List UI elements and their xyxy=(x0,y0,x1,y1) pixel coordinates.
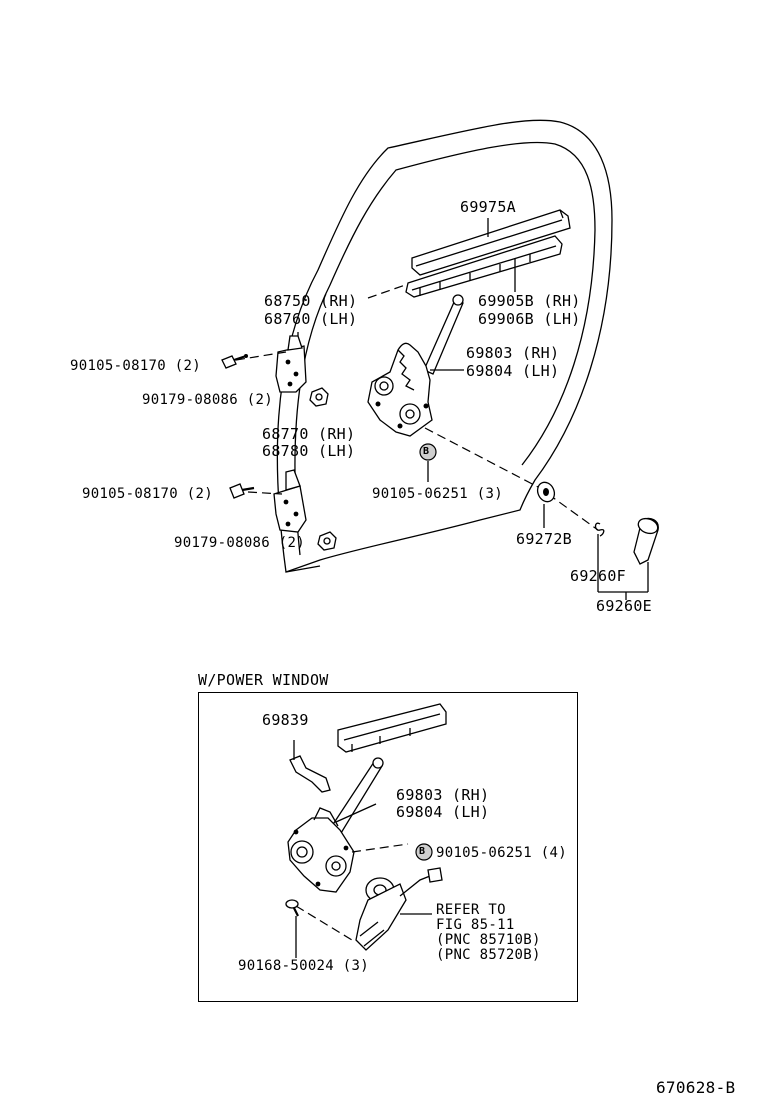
bolt-b-marker-inset: B xyxy=(419,846,426,857)
channel-upper-69975a xyxy=(411,209,571,276)
label-refer-line3: (PNC 85710B) xyxy=(436,932,541,948)
label-68770-rh: 68770 (RH) xyxy=(262,425,356,443)
hinge-upper-68750 xyxy=(275,335,307,393)
label-bolt-lower: 90105-08170 (2) xyxy=(82,486,213,502)
label-69905b-rh: 69905B (RH) xyxy=(478,292,581,310)
clip-69272b xyxy=(536,481,556,503)
label-69906b-lh: 69906B (LH) xyxy=(478,310,581,328)
label-inset-69803-rh: 69803 (RH) xyxy=(396,786,490,804)
label-refer-line4: (PNC 85720B) xyxy=(436,947,541,963)
label-inset-69804-lh: 69804 (LH) xyxy=(396,803,490,821)
label-69260e: 69260E xyxy=(596,597,652,615)
label-bolt-b-main: 90105-06251 (3) xyxy=(372,486,503,502)
label-69839: 69839 xyxy=(262,711,309,729)
screw-90168-50024 xyxy=(285,899,299,917)
label-bolt-upper: 90105-08170 (2) xyxy=(70,358,201,374)
power-window-inset xyxy=(198,692,578,1002)
door-outline-inner xyxy=(294,141,596,556)
label-68750-rh: 68750 (RH) xyxy=(264,292,358,310)
hinge-lower-68770 xyxy=(273,469,307,533)
door-outline-outer xyxy=(276,119,613,573)
inset-channel xyxy=(337,703,447,753)
nut-upper-90179-08086 xyxy=(309,387,329,407)
bolt-lower-90105-08170 xyxy=(229,483,255,499)
figure-code: 670628-B xyxy=(656,1078,736,1097)
label-69804-lh: 69804 (LH) xyxy=(466,362,560,380)
label-screw-90168: 90168-50024 (3) xyxy=(238,958,369,974)
window-motor xyxy=(355,867,443,951)
bolt-b-marker-main: B xyxy=(423,446,430,457)
handle-clip-69260f xyxy=(594,522,605,537)
label-69272b: 69272B xyxy=(516,530,572,548)
channel-lower-69905b xyxy=(405,235,563,298)
window-handle-69260e xyxy=(633,517,659,565)
label-nut-lower: 90179-08086 (2) xyxy=(174,535,305,551)
label-refer-line2: FIG 85-11 xyxy=(436,917,515,933)
label-68780-lh: 68780 (LH) xyxy=(262,442,356,460)
nut-lower-90179-08086 xyxy=(317,531,337,551)
label-inset-bolt-b: 90105-06251 (4) xyxy=(436,845,567,861)
label-69975a: 69975A xyxy=(460,198,516,216)
label-refer-line1: REFER TO xyxy=(436,902,506,918)
label-69803-rh: 69803 (RH) xyxy=(466,344,560,362)
bracket-69839 xyxy=(289,755,331,793)
inset-title: W/POWER WINDOW xyxy=(198,671,329,689)
bolt-upper-90105-08170 xyxy=(221,354,248,369)
label-68760-lh: 68760 (LH) xyxy=(264,310,358,328)
label-nut-upper: 90179-08086 (2) xyxy=(142,392,273,408)
manual-regulator-69803 xyxy=(367,294,464,437)
label-69260f: 69260F xyxy=(570,567,626,585)
